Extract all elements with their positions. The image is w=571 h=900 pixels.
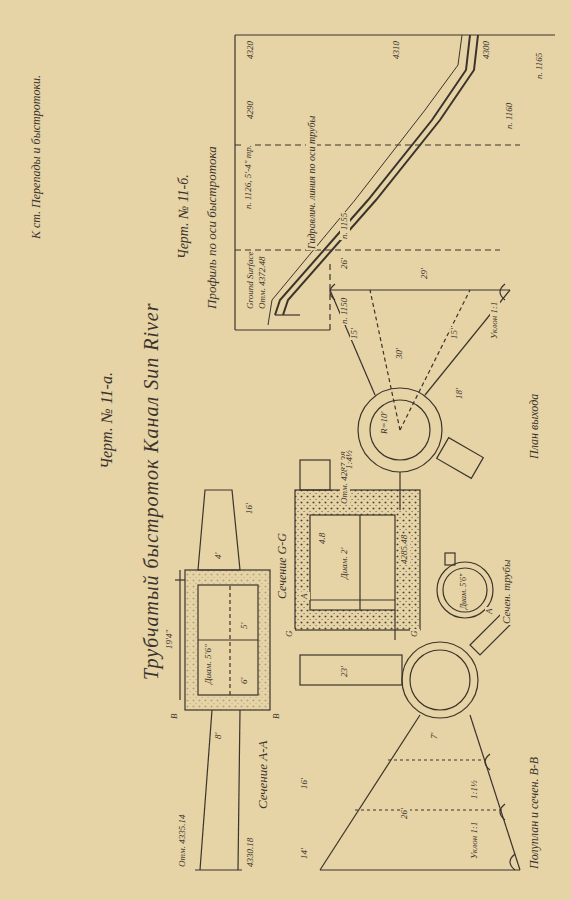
dimension-label: Ground Surface	[246, 251, 256, 310]
dimension-label: 1:4½	[345, 449, 355, 470]
dimension-label: п. 1160	[505, 102, 515, 130]
dimension-label: 1:1½	[470, 779, 480, 800]
dimension-label: Диам. 5'6"	[204, 643, 214, 685]
dimension-label: 23'	[340, 665, 350, 678]
dimension-label: Гидравлич. линия по оси трубы	[306, 115, 317, 250]
dimension-label: 4330.18	[246, 837, 256, 868]
dimension-label: 14'	[300, 847, 310, 860]
sheet-title: Трубчатый быстроток Канал Sun River	[140, 302, 163, 680]
drawing-caption: Сечен. трубы	[500, 559, 512, 625]
dimension-label: 18'	[455, 387, 465, 400]
dimension-label: 4.8	[318, 532, 328, 545]
dimension-label: R=10'	[380, 411, 390, 436]
dimension-label: п. 1155	[340, 212, 350, 240]
dimension-label: B	[170, 713, 180, 721]
drawing-caption: План выхода	[528, 393, 541, 460]
dimension-label: Отм. 4335.14	[178, 814, 188, 869]
drawing-caption: Полуплан и сечен. В-В	[528, 756, 541, 870]
dimension-label: 4290	[246, 100, 256, 120]
dimension-label: п. 1150	[340, 297, 350, 325]
dimension-label: 4320	[246, 40, 256, 60]
drawing-caption: Сечение А-А	[256, 739, 270, 810]
dimension-label: 7'	[430, 732, 440, 740]
dimension-label: 16'	[245, 502, 255, 515]
dimension-label: A	[485, 608, 495, 616]
dimension-label: 4300	[482, 40, 492, 60]
dimension-label: 4285.48	[400, 534, 410, 565]
dimension-label: 4'	[214, 552, 224, 560]
dimension-label: 26'	[400, 807, 410, 820]
dimension-label: 15'	[350, 327, 360, 340]
dimension-label: п. 1165	[535, 52, 545, 80]
dimension-label: Уклон 1:1	[490, 301, 500, 340]
dimension-label: 4310	[392, 40, 402, 60]
drawing-caption: Черт. № 11-а.	[98, 371, 116, 470]
dimension-label: 8'	[214, 732, 224, 740]
dimension-label: Уклон 1:1	[470, 821, 480, 860]
dimension-label: 30'	[395, 347, 405, 360]
dimension-label: B	[272, 713, 282, 721]
drawing-caption: К ст. Перепады и быстротоки.	[30, 74, 43, 240]
dimension-label: 5'	[240, 622, 250, 630]
dimension-label: A	[300, 593, 310, 601]
dimension-label: 29'	[420, 267, 430, 280]
dimension-label: п. 1126, 5'-4" тр.	[244, 144, 254, 210]
dimension-label: 15'	[450, 327, 460, 340]
drawing-caption: Сечение G-G	[276, 532, 289, 600]
dimension-label: Диам. 5'6"	[460, 573, 469, 610]
dimension-label: Диам. 2'	[340, 547, 350, 580]
dimension-label: 19'4"	[165, 629, 175, 650]
dimension-label: Отм. 4372.48	[258, 256, 268, 311]
dimension-label: 6'	[240, 677, 250, 685]
dimension-label: 16'	[300, 777, 310, 790]
drawing-caption: Черт. № 11-б.	[176, 173, 191, 260]
drawing-caption: Профиль по оси быстротока	[205, 145, 219, 310]
dimension-label: G	[410, 630, 420, 639]
dimension-label: 26'	[340, 257, 350, 270]
dimension-label: G	[285, 630, 295, 639]
